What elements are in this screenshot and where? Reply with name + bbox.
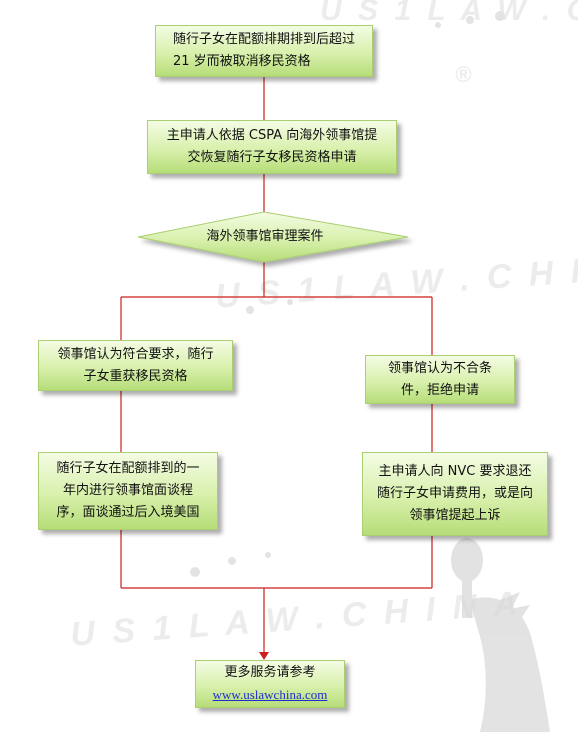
apply-node-line-1: 主申请人依据 CSPA 向海外领事馆提 — [166, 128, 378, 143]
more-info-label: 更多服务请参考 — [224, 665, 316, 680]
start-node: 随行子女在配额排期排到后超过 21 岁而被取消移民资格 — [155, 25, 373, 77]
appeal-node: 主申请人向 NVC 要求退还 随行子女申请费用，或是向 领事馆提起上诉 — [362, 452, 548, 536]
dotted-arc-decoration — [190, 11, 505, 577]
appeal-node-line-3: 领事馆提起上诉 — [409, 508, 501, 523]
reject-node-line-1: 领事馆认为不合条 — [387, 360, 492, 376]
review-node-label: 海外领事馆审理案件 — [206, 229, 324, 244]
apply-node-line-2: 交恢复随行子女移民资格申请 — [187, 150, 357, 165]
approve-node-line-1: 领事馆认为符合要求，随行 — [57, 346, 214, 362]
interview-node: 随行子女在配额排到的一 年内进行领事馆面谈程 序，面谈通过后入境美国 — [38, 452, 218, 530]
appeal-node-line-2: 随行子女申请费用，或是向 — [376, 486, 533, 501]
watermark-registered-mark: ® — [455, 62, 472, 87]
watermark-top: U S 1 L A W . C H I N A — [320, 0, 578, 27]
interview-node-line-1: 随行子女在配额排到的一 — [56, 461, 200, 476]
website-link[interactable]: www.uslawchina.com — [212, 687, 328, 702]
more-info-node: 更多服务请参考 www.uslawchina.com — [195, 660, 345, 708]
apply-node: 主申请人依据 CSPA 向海外领事馆提 交恢复随行子女移民资格申请 — [147, 120, 397, 174]
interview-node-line-3: 序，面谈通过后入境美国 — [56, 505, 200, 520]
appeal-node-line-1: 主申请人向 NVC 要求退还 — [378, 464, 532, 479]
approve-node: 领事馆认为符合要求，随行 子女重获移民资格 — [38, 340, 233, 391]
interview-node-line-2: 年内进行领事馆面谈程 — [62, 483, 193, 498]
reject-node-line-2: 件，拒绝申请 — [400, 382, 479, 398]
arrowhead-icon — [259, 652, 269, 660]
review-decision-diamond — [137, 211, 409, 263]
statue-of-liberty-icon — [451, 538, 550, 732]
approve-node-line-2: 子女重获移民资格 — [83, 368, 188, 384]
start-node-line-1: 随行子女在配额排期排到后超过 — [172, 32, 355, 47]
reject-node: 领事馆认为不合条 件，拒绝申请 — [365, 355, 515, 404]
start-node-line-2: 21 岁而被取消移民资格 — [172, 54, 311, 69]
